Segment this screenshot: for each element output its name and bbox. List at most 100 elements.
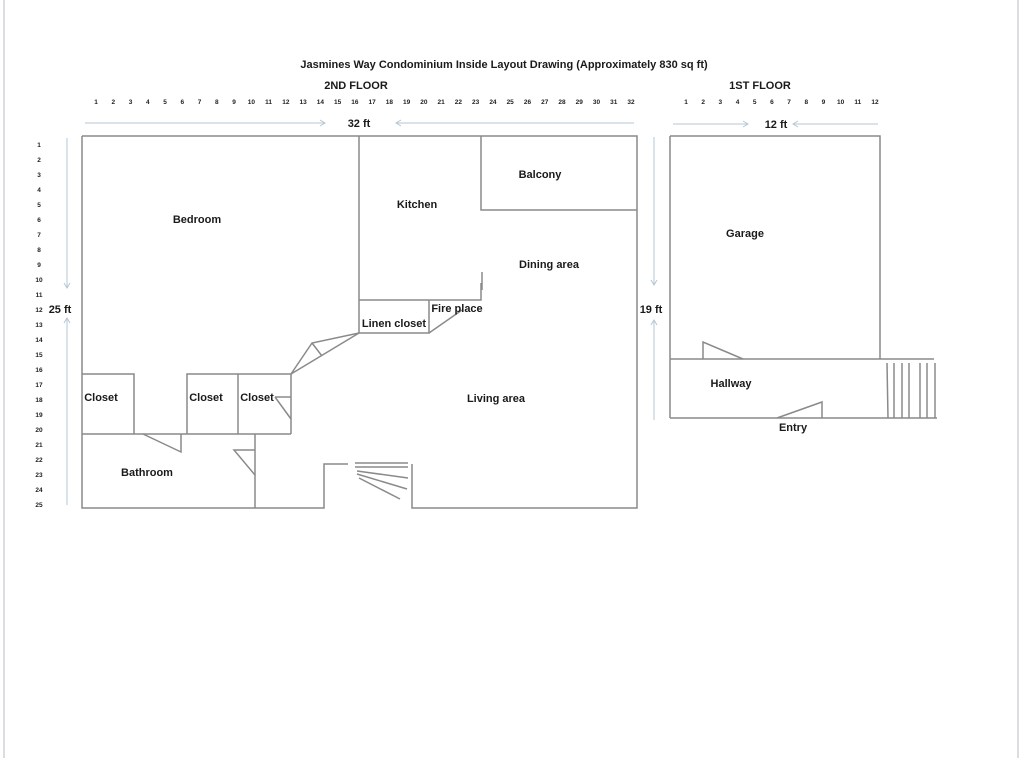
arrow-down-icon [63,282,71,289]
x-tick-label: 8 [215,99,219,106]
room-label-bedroom: Bedroom [173,214,222,226]
fireplace-edge [428,309,463,334]
y-tick-label: 12 [35,307,43,314]
y-tick-label: 14 [35,337,43,344]
y-tick-label: 7 [37,232,41,239]
bathroom-door [142,433,182,454]
room-label-closet-2: Closet [189,392,223,404]
x-tick-label: 1 [94,99,98,106]
room-label-fireplace: Fire place [431,303,482,315]
room-label-closet-1: Closet [84,392,118,404]
bathroom-inner-door [232,449,256,476]
x-tick-label: 10 [837,99,845,106]
x-tick-label: 28 [558,99,566,106]
x-tick-label: 25 [507,99,515,106]
y-tick-label: 4 [37,187,41,194]
x-tick-label: 17 [369,99,377,106]
x-tick-label: 29 [576,99,584,106]
outer-wall [82,135,638,509]
room-label-garage: Garage [726,228,764,240]
x-tick-label: 7 [787,99,791,106]
x-tick-label: 6 [180,99,184,106]
arrow-down-icon [650,279,658,286]
x-tick-label: 4 [736,99,740,106]
x-tick-label: 10 [248,99,256,106]
x-tick-label: 19 [403,99,411,106]
entry-door [776,400,823,419]
stairs [355,462,409,500]
second-floor-width-label: 32 ft [348,118,371,130]
x-tick-label: 6 [770,99,774,106]
y-tick-label: 13 [35,322,43,329]
x-tick-label: 16 [351,99,359,106]
second-floor-heading: 2ND FLOOR [324,80,388,92]
arrow-left-icon [792,120,799,128]
y-tick-label: 20 [35,427,43,434]
x-tick-label: 5 [753,99,757,106]
arrow-right-icon [319,119,326,127]
first-floor-stairs [886,362,936,419]
x-tick-label: 31 [610,99,618,106]
closet3-door [274,396,292,420]
room-label-balcony: Balcony [519,169,563,181]
door-leaf [311,342,323,357]
arrow-left-icon [395,119,402,127]
room-label-bathroom: Bathroom [121,467,173,479]
x-tick-label: 7 [198,99,202,106]
room-label-kitchen: Kitchen [397,199,438,211]
x-tick-label: 11 [854,99,861,106]
garage-door [702,340,744,360]
first-floor-heading: 1ST FLOOR [729,80,791,92]
second-floor-y-ticks: 1234567891011121314151617181920212223242… [35,142,43,509]
x-tick-label: 23 [472,99,480,106]
y-tick-label: 23 [35,472,43,479]
room-label-dining: Dining area [519,259,580,271]
arrow-up-icon [63,317,71,324]
y-tick-label: 16 [35,367,43,374]
x-tick-label: 8 [804,99,808,106]
x-tick-label: 3 [129,99,133,106]
x-tick-label: 5 [163,99,167,106]
x-tick-label: 9 [232,99,236,106]
arrow-up-icon [650,319,658,326]
x-tick-label: 21 [438,99,446,106]
y-tick-label: 17 [35,382,43,389]
x-tick-label: 1 [684,99,688,106]
room-label-living: Living area [467,393,526,405]
balcony-wall [480,136,637,211]
x-tick-label: 26 [524,99,532,106]
room-label-linen-closet: Linen closet [362,318,427,330]
x-tick-label: 24 [489,99,497,106]
y-tick-label: 22 [35,457,43,464]
x-tick-label: 2 [701,99,705,106]
outer-wall-left [81,136,348,509]
drawing-title: Jasmines Way Condominium Inside Layout D… [300,59,708,71]
y-tick-label: 9 [37,262,41,269]
x-tick-label: 4 [146,99,150,106]
y-tick-label: 1 [37,142,41,149]
y-tick-label: 25 [35,502,43,509]
x-tick-label: 18 [386,99,394,106]
second-floor-walls [81,135,638,509]
y-tick-label: 5 [37,202,41,209]
room-label-hallway: Hallway [711,378,753,390]
x-tick-label: 32 [627,99,635,106]
y-tick-label: 11 [36,292,43,299]
y-tick-label: 6 [37,217,41,224]
y-tick-label: 19 [35,412,43,419]
x-tick-label: 22 [455,99,463,106]
x-tick-label: 30 [593,99,601,106]
first-floor-width-label: 12 ft [765,119,788,131]
x-tick-label: 3 [719,99,723,106]
y-tick-label: 24 [35,487,43,494]
y-tick-label: 3 [37,172,41,179]
closet23-wall [186,373,292,434]
first-floor-walls [669,135,937,419]
angled-wall [290,332,360,375]
y-tick-label: 21 [35,442,43,449]
y-tick-label: 10 [35,277,43,284]
x-tick-label: 9 [822,99,826,106]
